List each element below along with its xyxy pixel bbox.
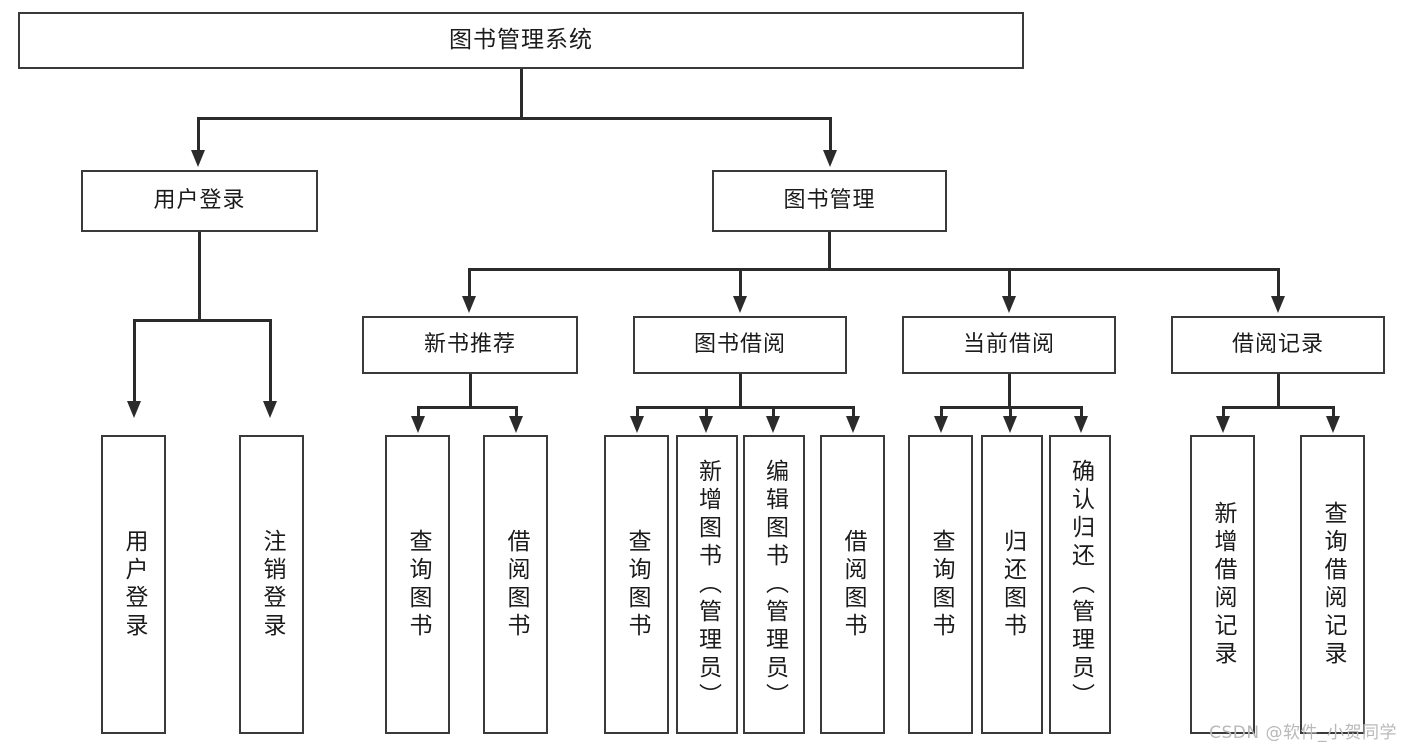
- edge-bookborrow-bus: [636, 406, 854, 409]
- node-label: 新增借阅记录: [1210, 500, 1236, 669]
- node-label: 新书推荐: [423, 332, 516, 358]
- arrowhead-down-icon: [699, 416, 713, 433]
- edge-borrowrecord-drop-1: [1222, 406, 1225, 420]
- node-book-borrow[interactable]: 图书借阅: [633, 316, 847, 374]
- node-book-management[interactable]: 图书管理: [712, 170, 947, 232]
- watermark: CSDN @软件_小贺同学: [1209, 723, 1397, 743]
- arrowhead-down-icon: [263, 401, 277, 418]
- arrowhead-down-icon: [766, 416, 780, 433]
- leaf-query-book-current[interactable]: 查询图书: [908, 435, 973, 734]
- edge-newbook-stem: [469, 374, 472, 408]
- arrowhead-down-icon: [630, 416, 644, 433]
- edge-borrowrecord-bus: [1222, 406, 1334, 409]
- leaf-edit-book-admin[interactable]: 编辑图书（管理员）: [743, 435, 805, 734]
- edge-level2-drop-left: [197, 117, 200, 153]
- arrowhead-down-icon: [127, 401, 141, 418]
- node-label: 查询图书: [624, 528, 650, 641]
- arrowhead-down-icon: [509, 416, 523, 433]
- edge-currentborrow-drop-1: [940, 406, 943, 420]
- node-label: 用户登录: [153, 188, 246, 214]
- leaf-borrow-book-recommend[interactable]: 借阅图书: [483, 435, 548, 734]
- node-label: 图书借阅: [693, 332, 786, 358]
- arrowhead-down-icon: [411, 416, 425, 433]
- node-label: 查询借阅记录: [1320, 500, 1346, 669]
- edge-currentborrow-drop-2: [1009, 406, 1012, 420]
- node-label: 确认归还（管理员）: [1067, 458, 1094, 711]
- edge-level3-drop-1: [468, 268, 471, 298]
- edge-level3-bus: [468, 268, 1279, 271]
- node-new-book-recommend[interactable]: 新书推荐: [362, 316, 578, 374]
- leaf-return-book[interactable]: 归还图书: [981, 435, 1043, 734]
- node-label: 新增图书（管理员）: [694, 458, 721, 711]
- edge-newbook-drop-2: [515, 406, 518, 420]
- leaf-query-book-recommend[interactable]: 查询图书: [385, 435, 450, 734]
- node-label: 归还图书: [999, 528, 1026, 641]
- arrowhead-down-icon: [1271, 296, 1285, 313]
- leaf-add-book-admin[interactable]: 新增图书（管理员）: [676, 435, 738, 734]
- edge-level3-drop-4: [1277, 268, 1280, 298]
- edge-bookborrow-drop-3: [772, 406, 775, 420]
- node-user-login[interactable]: 用户登录: [81, 170, 318, 232]
- node-label: 用户登录: [121, 528, 147, 641]
- leaf-query-book-borrow[interactable]: 查询图书: [604, 435, 669, 734]
- arrowhead-down-icon: [1003, 416, 1017, 433]
- leaf-user-login[interactable]: 用户登录: [101, 435, 166, 734]
- arrowhead-down-icon: [934, 416, 948, 433]
- edge-bookborrow-drop-2: [705, 406, 708, 420]
- edge-newbook-bus: [417, 406, 517, 409]
- node-label: 编辑图书（管理员）: [761, 458, 788, 711]
- node-label: 当前借阅: [962, 332, 1055, 358]
- node-label: 图书管理系统: [449, 27, 593, 54]
- leaf-confirm-return-admin[interactable]: 确认归还（管理员）: [1049, 435, 1111, 734]
- leaf-query-borrow-record[interactable]: 查询借阅记录: [1300, 435, 1365, 734]
- edge-level3-drop-3: [1008, 268, 1011, 298]
- edge-userlogin-bus: [133, 319, 271, 322]
- edge-userlogin-stem: [198, 232, 201, 321]
- leaf-borrow-book[interactable]: 借阅图书: [820, 435, 885, 734]
- edge-bookborrow-stem: [739, 374, 742, 408]
- edge-bookborrow-drop-4: [852, 406, 855, 420]
- edge-level3-drop-2: [739, 268, 742, 298]
- node-label: 查询图书: [405, 528, 431, 641]
- edge-borrowrecord-drop-2: [1332, 406, 1335, 420]
- leaf-logout[interactable]: 注销登录: [239, 435, 304, 734]
- arrowhead-down-icon: [733, 296, 747, 313]
- edge-newbook-drop-1: [417, 406, 420, 420]
- edge-root-stem: [520, 69, 523, 118]
- edge-borrowrecord-stem: [1277, 374, 1280, 408]
- edge-currentborrow-stem: [1008, 374, 1011, 408]
- edge-currentborrow-drop-3: [1080, 406, 1083, 420]
- arrowhead-down-icon: [823, 150, 837, 167]
- arrowhead-down-icon: [1326, 416, 1340, 433]
- node-label: 借阅图书: [503, 528, 529, 641]
- node-label: 借阅图书: [840, 528, 866, 641]
- arrowhead-down-icon: [1074, 416, 1088, 433]
- node-label: 注销登录: [259, 528, 285, 641]
- arrowhead-down-icon: [1002, 296, 1016, 313]
- node-root-system[interactable]: 图书管理系统: [18, 12, 1024, 69]
- edge-bookmgmt-stem: [828, 232, 831, 270]
- arrowhead-down-icon: [1216, 416, 1230, 433]
- arrowhead-down-icon: [462, 296, 476, 313]
- arrowhead-down-icon: [846, 416, 860, 433]
- arrowhead-down-icon: [191, 150, 205, 167]
- edge-level2-bus: [197, 117, 831, 120]
- node-label: 借阅记录: [1231, 332, 1324, 358]
- node-current-borrow[interactable]: 当前借阅: [902, 316, 1116, 374]
- leaf-add-borrow-record[interactable]: 新增借阅记录: [1190, 435, 1255, 734]
- node-label: 图书管理: [783, 188, 876, 214]
- edge-bookborrow-drop-1: [636, 406, 639, 420]
- edge-userlogin-drop-2: [269, 319, 272, 404]
- edge-userlogin-drop-1: [133, 319, 136, 404]
- node-label: 查询图书: [928, 528, 954, 641]
- node-borrow-record[interactable]: 借阅记录: [1171, 316, 1385, 374]
- edge-level2-drop-right: [829, 117, 832, 153]
